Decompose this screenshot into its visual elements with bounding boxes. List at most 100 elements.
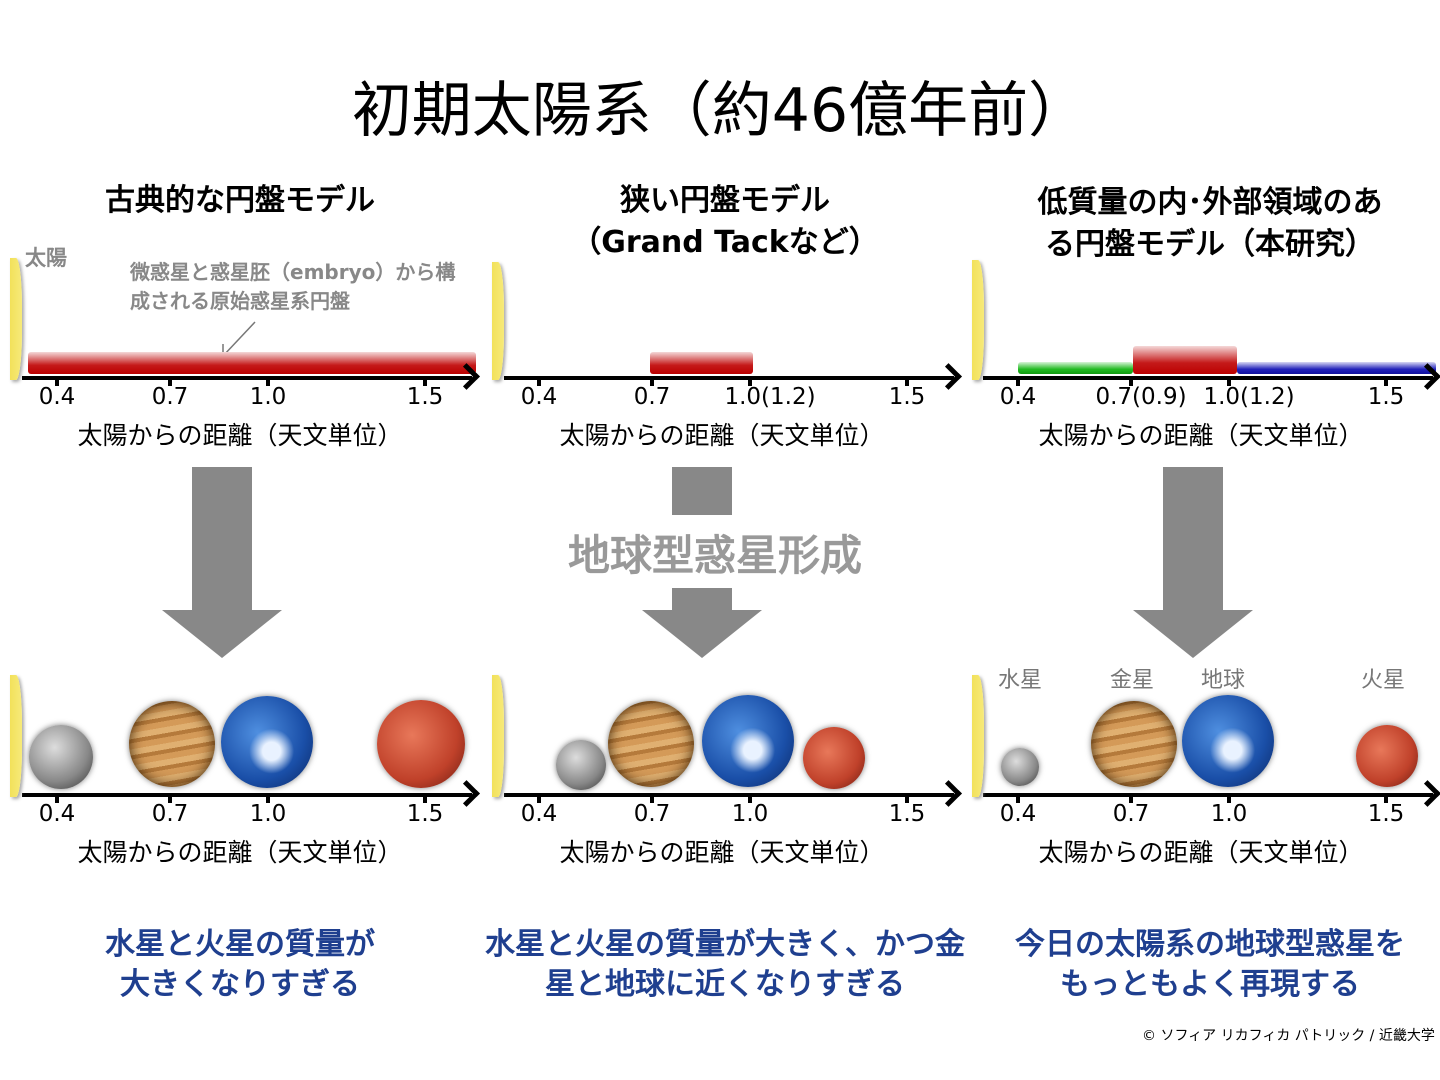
arrow-down-icon: [1163, 467, 1223, 611]
arrow-head-icon: [162, 610, 282, 658]
axis-tick: [748, 793, 752, 803]
tick-label: 1.5: [888, 384, 926, 410]
tick-label: 0.7: [1112, 801, 1150, 827]
axis-tick: [650, 376, 654, 386]
distance-axis: [983, 376, 1433, 380]
mercury: [1001, 748, 1039, 786]
tick-label: 1.5: [888, 801, 926, 827]
earth: [702, 695, 794, 787]
axis-tick: [1384, 376, 1388, 386]
sun-icon: [972, 260, 984, 380]
axis-tick: [423, 793, 427, 803]
axis-tick: [1227, 376, 1231, 386]
axis-tick: [1016, 793, 1020, 803]
heading-line: 狭い円盤モデル: [620, 183, 830, 218]
axis-tick: [748, 376, 752, 386]
heading-line: る円盤モデル（本研究）: [1045, 227, 1375, 262]
tick-label: 1.0(1.2): [724, 384, 816, 410]
axis-tick: [1129, 793, 1133, 803]
distance-axis: [504, 376, 954, 380]
mars: [803, 727, 865, 789]
axis-tick: [905, 376, 909, 386]
heading-line: 低質量の内･外部領域のあ: [1037, 185, 1383, 220]
disk-outer-low-mass: [1237, 362, 1436, 374]
tick-label: 1.0: [249, 384, 287, 410]
axis-tick: [1227, 793, 1231, 803]
tick-label: 0.4: [38, 384, 76, 410]
conclusion-line: 水星と火星の質量が: [105, 927, 375, 962]
sun-icon: [492, 675, 504, 797]
axis-tick: [905, 793, 909, 803]
heading-this-study: 低質量の内･外部領域のある円盤モデル（本研究）: [970, 182, 1440, 266]
arrow-down-icon: [672, 467, 732, 515]
arrow-head-icon: [642, 610, 762, 658]
heading-line: （Grand Tackなど）: [571, 225, 879, 260]
conclusion-line: 大きくなりすぎる: [120, 967, 360, 1002]
conclusion-narrow: 水星と火星の質量が大きく、かつ金星と地球に近くなりすぎる: [480, 925, 970, 1005]
tick-label: 0.4: [38, 801, 76, 827]
earth: [221, 696, 313, 788]
tick-label: 0.7: [633, 384, 671, 410]
tick-label: 0.7(0.9): [1095, 384, 1187, 410]
axis-label: 太陽からの距離（天文単位）: [1038, 838, 1364, 867]
distance-axis: [504, 793, 954, 797]
annotation-line: 微惑星と惑星胚（embryo）から構: [130, 260, 456, 284]
sun-icon: [972, 675, 984, 797]
tick-label: 1.0(1.2): [1203, 384, 1295, 410]
tick-label: 0.4: [520, 801, 558, 827]
axis-label: 太陽からの距離（天文単位）: [559, 421, 885, 450]
conclusion-line: 今日の太陽系の地球型惑星を: [1015, 927, 1405, 962]
tick-label: 0.7: [151, 384, 189, 410]
tick-label: 1.0: [1210, 801, 1248, 827]
disk-core: [1133, 346, 1237, 374]
tick-label: 1.5: [406, 384, 444, 410]
axis-tick: [266, 793, 270, 803]
arrow-down-icon: [192, 467, 252, 611]
disk-inner-low-mass: [1018, 362, 1133, 374]
mercury: [556, 740, 606, 790]
axis-label: 太陽からの距離（天文単位）: [77, 838, 403, 867]
tick-label: 1.5: [1367, 384, 1405, 410]
axis-tick: [168, 376, 172, 386]
mercury: [29, 725, 93, 789]
axis-tick: [1016, 376, 1020, 386]
tick-label: 1.5: [406, 801, 444, 827]
page-title: 初期太陽系（約46億年前）: [351, 76, 1089, 146]
disk-narrow: [650, 352, 753, 374]
conclusion-line: 星と地球に近くなりすぎる: [545, 967, 905, 1002]
axis-tick: [650, 793, 654, 803]
axis-tick: [55, 793, 59, 803]
distance-axis: [22, 793, 472, 797]
disk-annotation: 微惑星と惑星胚（embryo）から構成される原始惑星系円盤: [130, 258, 455, 316]
axis-tick: [168, 793, 172, 803]
sun-icon: [10, 258, 22, 380]
axis-tick: [423, 376, 427, 386]
axis-label: 太陽からの距離（天文単位）: [1038, 421, 1364, 450]
sun-icon: [10, 675, 22, 797]
planet-label-earth: 地球: [1200, 668, 1246, 693]
axis-tick: [55, 376, 59, 386]
arrow-down-icon: [672, 588, 732, 611]
tick-label: 0.4: [520, 384, 558, 410]
tick-label: 1.0: [249, 801, 287, 827]
mars: [1356, 725, 1418, 787]
planet-label-venus: 金星: [1109, 668, 1155, 693]
axis-tick: [1129, 376, 1133, 386]
planet-label-mars: 火星: [1360, 668, 1406, 693]
heading-line: 古典的な円盤モデル: [105, 183, 375, 218]
tick-label: 0.7: [633, 801, 671, 827]
heading-classic: 古典的な円盤モデル: [0, 180, 480, 222]
planet-label-mercury: 水星: [997, 668, 1043, 693]
axis-label: 太陽からの距離（天文単位）: [77, 421, 403, 450]
venus: [608, 701, 694, 787]
tick-label: 1.5: [1367, 801, 1405, 827]
conclusion-line: 水星と火星の質量が大きく、かつ金: [485, 927, 965, 962]
venus: [129, 701, 215, 787]
tick-label: 0.7: [151, 801, 189, 827]
conclusion-line: もっともよく再現する: [1060, 967, 1360, 1002]
arrow-head-icon: [1133, 610, 1253, 658]
conclusion-classic: 水星と火星の質量が大きくなりすぎる: [0, 925, 480, 1005]
axis-label: 太陽からの距離（天文単位）: [559, 838, 885, 867]
axis-tick: [1384, 793, 1388, 803]
tick-label: 0.4: [999, 384, 1037, 410]
